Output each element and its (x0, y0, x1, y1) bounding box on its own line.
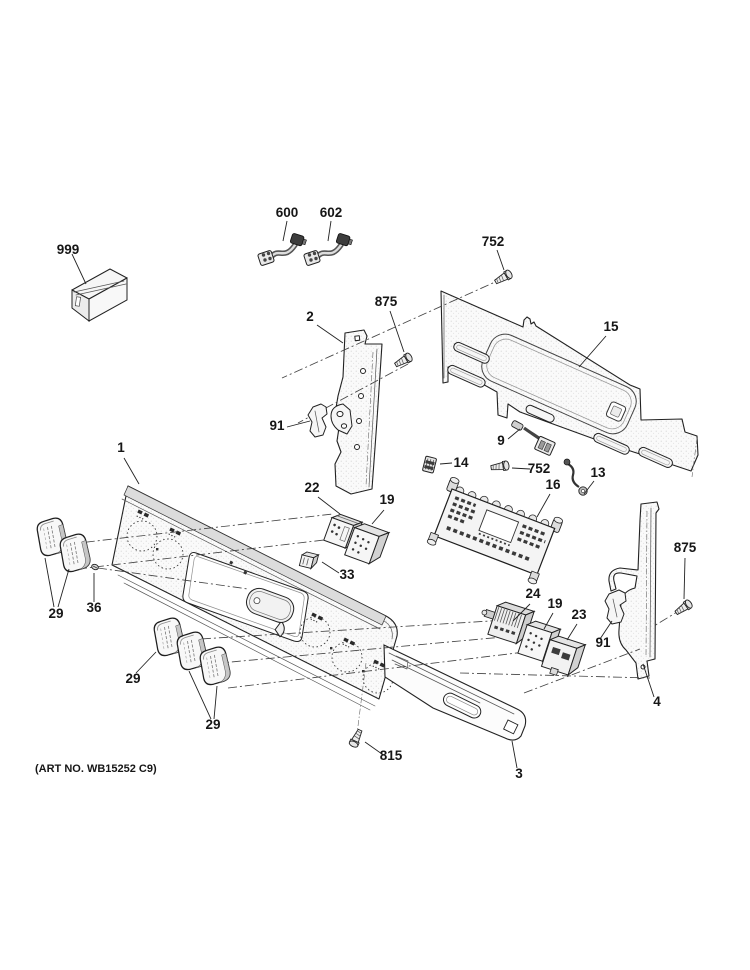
part-33-clip (298, 551, 320, 570)
part-29-knob-2 (58, 532, 92, 574)
art-number-label: (ART NO. WB15252 C9) (35, 763, 157, 775)
part-4-right-bracket (604, 501, 660, 680)
callout-815: 815 (380, 748, 403, 763)
callout-16: 16 (545, 477, 561, 492)
screw-875-right (673, 598, 695, 618)
callout-29-top: 29 (48, 606, 63, 621)
part-602-wire-harness (303, 233, 353, 266)
callout-1: 1 (117, 440, 125, 455)
callout-15: 15 (603, 319, 619, 334)
part-91-left-latch (307, 403, 328, 438)
alignment-lines (51, 277, 683, 735)
part-19-switch-upper (344, 523, 391, 565)
part-2-left-bracket (330, 329, 383, 495)
callout-752-top: 752 (482, 234, 505, 249)
screw-752-mid (490, 460, 511, 473)
part-999-overlay-box (71, 268, 128, 323)
callout-91-left: 91 (269, 418, 285, 433)
callout-600: 600 (276, 205, 299, 220)
callout-91-right: 91 (595, 635, 611, 650)
part-13-wire (563, 458, 588, 496)
callout-875-right: 875 (674, 540, 697, 555)
callout-2: 2 (306, 309, 314, 324)
part-9-sensor-cable (511, 420, 556, 456)
callout-13: 13 (590, 465, 606, 480)
callout-23: 23 (571, 607, 587, 622)
screw-752-top (492, 268, 514, 287)
part-600-wire-harness (257, 233, 307, 266)
callout-33: 33 (339, 567, 355, 582)
callout-19-lower: 19 (547, 596, 562, 611)
callout-29-bottom: 29 (205, 717, 220, 732)
window-insert (245, 587, 295, 638)
callout-29-left: 29 (125, 671, 140, 686)
part-16-control-board (426, 477, 564, 585)
part-15-rear-panel (440, 290, 699, 478)
part-29-knob-5 (198, 645, 232, 687)
callout-875-left: 875 (375, 294, 398, 309)
part-36-screw (91, 563, 99, 571)
part-24-switch (481, 601, 536, 645)
part-91-right-latch (604, 589, 627, 625)
screw-815 (347, 727, 365, 749)
callout-999: 999 (57, 242, 80, 257)
callout-22: 22 (304, 480, 319, 495)
callout-4: 4 (653, 694, 661, 709)
callout-9: 9 (497, 433, 505, 448)
part-3-lower-trim (383, 644, 527, 741)
callout-602: 602 (320, 205, 343, 220)
part-14-connector (422, 455, 437, 474)
callout-36: 36 (86, 600, 102, 615)
leader-lines (44, 220, 686, 769)
callout-24: 24 (525, 586, 541, 601)
callout-3: 3 (515, 766, 523, 781)
callout-14: 14 (453, 455, 469, 470)
part-23-switch (540, 635, 587, 677)
callout-19-upper: 19 (379, 492, 394, 507)
callout-752-mid: 752 (528, 461, 551, 476)
